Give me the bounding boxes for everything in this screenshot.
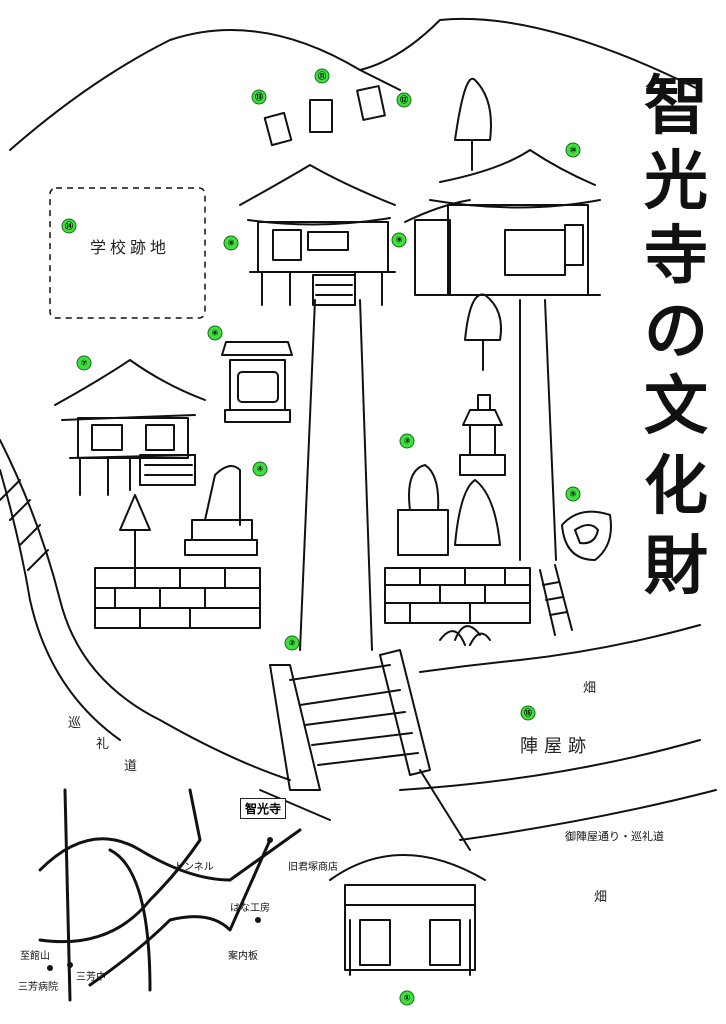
title-char: 文 xyxy=(644,369,708,444)
marker-13: ⑬ xyxy=(251,89,267,105)
marker-1: ① xyxy=(399,990,415,1006)
marker-4: ④ xyxy=(252,461,268,477)
marker-8: ⑧ xyxy=(223,235,239,251)
title-char: 寺 xyxy=(644,219,708,294)
marker-14: ⑭ xyxy=(61,218,77,234)
inset-hana-kobo: はな工房 xyxy=(230,903,270,914)
inset-mitsuyoshi-chu: 三芳中 xyxy=(76,972,106,983)
marker-6: ⑥ xyxy=(207,325,223,341)
inset-highlight-temple: 智光寺 xyxy=(240,798,287,819)
marker-11: ⑪ xyxy=(314,68,330,84)
school-site-label: 学校跡地 xyxy=(90,238,171,257)
stone-wall-right xyxy=(385,568,530,623)
marker-9: ⑨ xyxy=(391,232,407,248)
inset-mitsuyoshi-hosp: 三芳病院 xyxy=(18,982,58,993)
stone-wall-left xyxy=(95,568,260,628)
junrei-road-char: 道 xyxy=(124,759,138,774)
title-char: の xyxy=(644,294,708,369)
marker-3: ③ xyxy=(399,433,415,449)
inset-kyu-kimizuka: 旧君塚商店 xyxy=(288,862,338,873)
title-char: 化 xyxy=(644,449,708,524)
field-label-2: 畑 xyxy=(594,890,608,905)
inset-tate: 至館山 xyxy=(20,951,50,962)
marker-10: ⑩ xyxy=(565,142,581,158)
title-char: 智 xyxy=(644,69,708,144)
marker-15: ⑮ xyxy=(520,705,536,721)
inset-annai: 案内板 xyxy=(228,951,258,962)
school-site-area xyxy=(50,188,205,318)
junrei-road-char: 礼 xyxy=(96,737,110,752)
jinya-site-label: 陣屋跡 xyxy=(520,736,592,757)
title-char: 財 xyxy=(644,529,708,604)
marker-7: ⑦ xyxy=(76,355,92,371)
mountain-ridge xyxy=(10,19,700,150)
marker-5: ⑤ xyxy=(565,486,581,502)
road-label-right: 御陣屋通り・巡礼道 xyxy=(565,830,664,843)
marker-12: ⑫ xyxy=(396,92,412,108)
marker-2: ② xyxy=(284,635,300,651)
inset-tunnel: トンネル xyxy=(174,862,214,873)
field-label-1: 畑 xyxy=(583,681,597,696)
junrei-road-char: 巡 xyxy=(68,716,82,731)
title-char: 光 xyxy=(644,144,708,219)
